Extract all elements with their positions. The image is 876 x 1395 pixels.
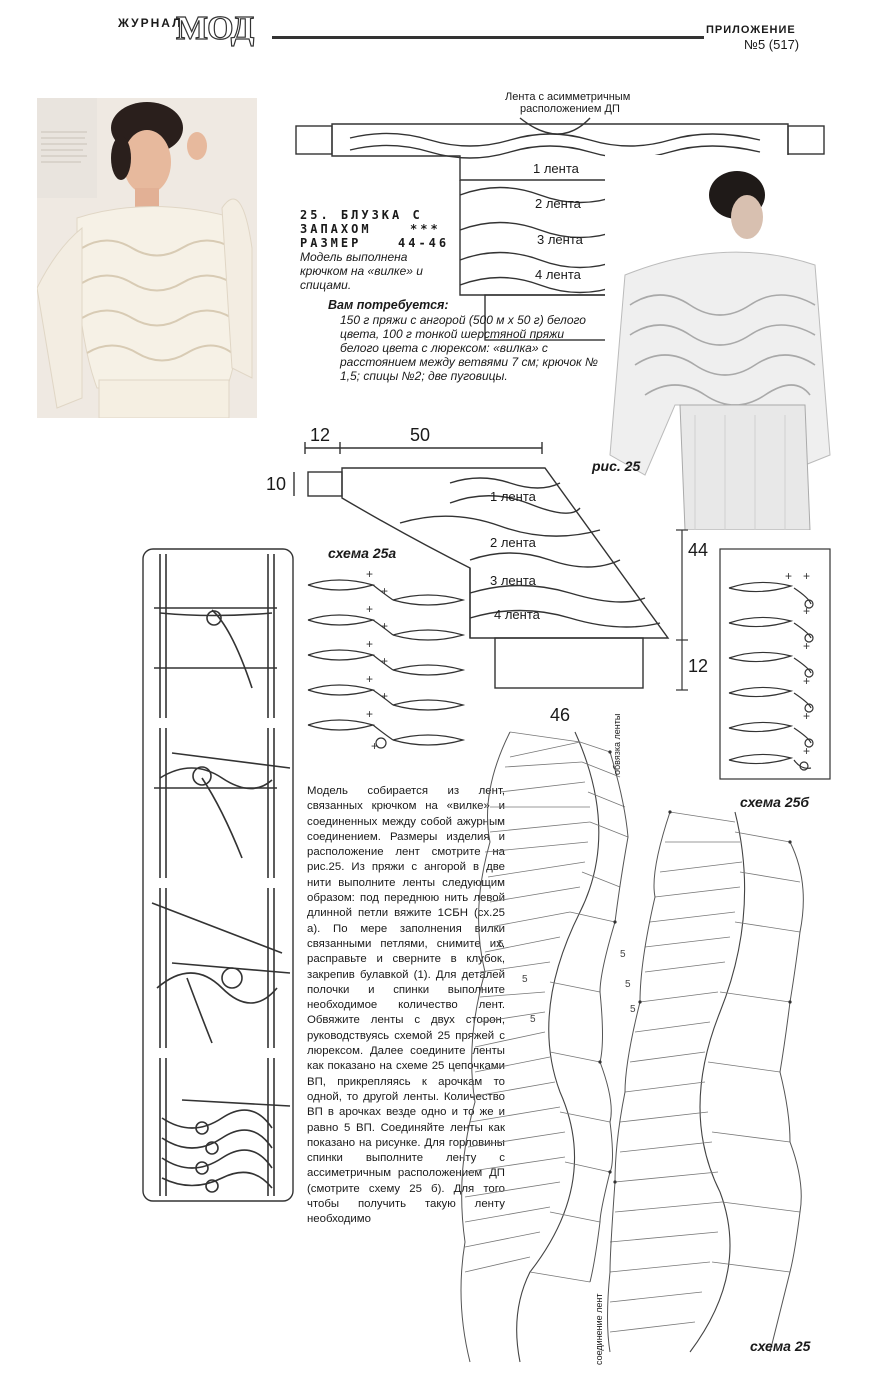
pattern-tape-4: 4 лента xyxy=(494,607,540,622)
schema-25-label: схема 25 xyxy=(750,1338,811,1354)
arch-count-6: 5 xyxy=(630,1004,636,1015)
journal-label: ЖУРНАЛ xyxy=(118,16,183,30)
article-title-2: ЗАПАХОМ xyxy=(300,222,372,236)
schema-25b-label: схема 25б xyxy=(740,794,810,810)
arch-count-1: 5 xyxy=(498,939,504,950)
svg-text:+: + xyxy=(381,689,388,703)
supplement-label: ПРИЛОЖЕНИЕ xyxy=(706,24,796,36)
schema-25a-diagram: + + + + + + + + + + xyxy=(307,567,466,753)
svg-text:+: + xyxy=(366,602,373,616)
arch-count-5: 5 xyxy=(625,979,631,990)
schema-25-diagram: 5 5 5 5 5 5 xyxy=(460,731,804,1363)
svg-text:+: + xyxy=(381,584,388,598)
svg-text:+: + xyxy=(381,654,388,668)
svg-text:+: + xyxy=(366,567,373,581)
svg-text:+: + xyxy=(803,639,810,653)
difficulty-stars: *** xyxy=(410,222,441,236)
dim-46: 46 xyxy=(550,705,571,725)
model-photo-back xyxy=(605,155,835,530)
top-tape-1: 1 лента xyxy=(533,161,579,176)
issue-number: №5 (517) xyxy=(744,37,800,52)
model-photo-back-image xyxy=(609,171,831,530)
svg-text:+: + xyxy=(381,619,388,633)
dim-50: 50 xyxy=(410,425,431,445)
materials-heading: Вам потребуется: xyxy=(328,298,449,312)
svg-text:+: + xyxy=(803,744,810,758)
top-tape-3: 3 лента xyxy=(537,232,583,247)
header-rule xyxy=(272,36,704,39)
figure-label: рис. 25 xyxy=(592,458,641,474)
schema-25b-diagram: + + + + + + + xyxy=(719,548,831,780)
pattern-piece-diagram xyxy=(293,442,670,689)
model-photo-front-image xyxy=(37,98,257,418)
model-photo-front xyxy=(37,98,257,418)
dim-12-top: 12 xyxy=(310,425,331,445)
svg-text:+: + xyxy=(803,709,810,723)
arch-count-3: 5 xyxy=(530,1014,536,1025)
dim-44: 44 xyxy=(688,540,709,560)
svg-text:+: + xyxy=(371,739,378,753)
svg-text:+: + xyxy=(803,569,810,583)
dim-12-side: 12 xyxy=(688,656,709,676)
article-title-1: 25. БЛУЗКА С xyxy=(300,208,423,222)
top-tape-2: 2 лента xyxy=(535,196,581,211)
svg-text:+: + xyxy=(366,672,373,686)
materials-text: 150 г пряжи с ангорой (500 м х 50 г) бел… xyxy=(340,313,599,383)
article-intro: Модель выполнена крючком на «вилке» и сп… xyxy=(300,250,423,292)
arch-count-2: 5 xyxy=(522,974,528,985)
schema-25a-label: схема 25а xyxy=(328,545,397,561)
journal-logo: МОД xyxy=(175,9,254,47)
garment-outline-diagram xyxy=(295,117,825,341)
svg-text:+: + xyxy=(785,569,792,583)
svg-text:+: + xyxy=(803,674,810,688)
pattern-tape-2: 2 лента xyxy=(490,535,536,550)
svg-text:+: + xyxy=(803,604,810,618)
svg-text:+: + xyxy=(366,707,373,721)
size-value: 44-46 xyxy=(398,236,450,250)
asym-tape-caption-2: расположением ДП xyxy=(520,103,620,115)
instructions-text: Модель собирается из лент, связанных крю… xyxy=(307,785,505,1226)
dim-10: 10 xyxy=(266,474,287,494)
dimension-lines-side xyxy=(676,529,688,691)
pattern-tape-1: 1 лента xyxy=(490,489,536,504)
svg-text:+: + xyxy=(366,637,373,651)
size-label: РАЗМЕР xyxy=(300,236,362,250)
arch-count-4: 5 xyxy=(620,949,626,960)
hairpin-fork-steps xyxy=(142,548,294,1202)
join-label: соединение лент xyxy=(594,1293,604,1365)
edge-label: обвязка ленты xyxy=(612,713,622,775)
asym-tape-caption-1: Лента с асимметричным xyxy=(505,91,631,103)
pattern-tape-3: 3 лента xyxy=(490,573,536,588)
top-tape-4: 4 лента xyxy=(535,267,581,282)
